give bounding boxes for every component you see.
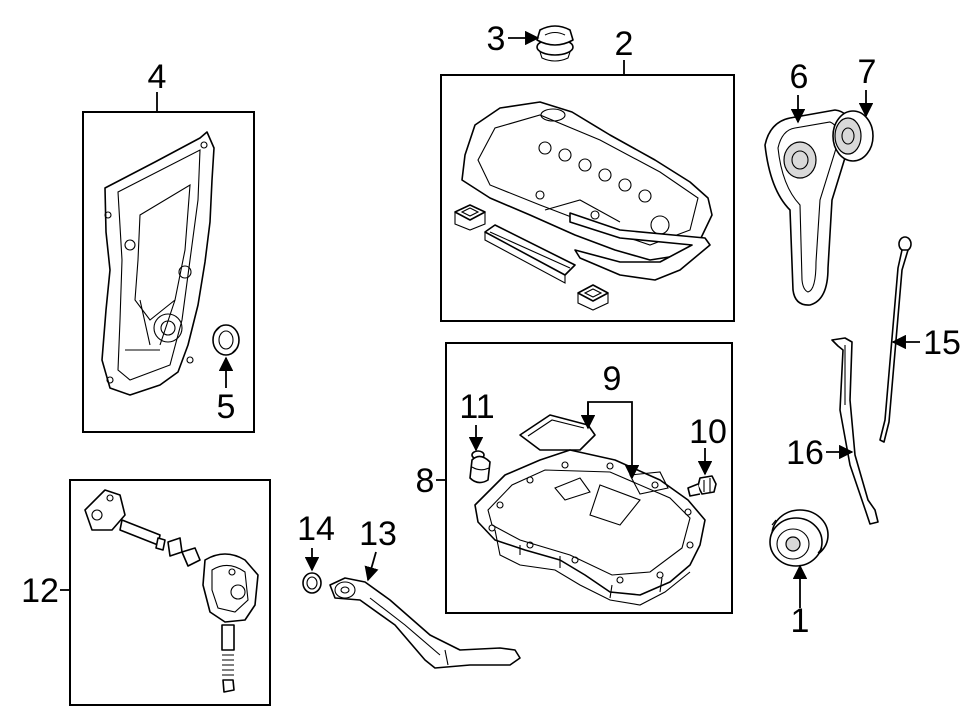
callout-4: 4 (148, 58, 167, 96)
callout-10: 10 (689, 413, 727, 451)
callout-2: 2 (615, 25, 634, 63)
drain-plug-gasket-11 (469, 450, 491, 484)
oil-pump-group-box (69, 479, 271, 706)
front-crank-seal (212, 324, 240, 356)
callout-14: 14 (297, 510, 335, 548)
spark-plug-tube-seal (484, 224, 576, 284)
spark-plug-seal-left (454, 204, 486, 231)
camshaft-sprocket (832, 110, 874, 162)
timing-belt (764, 109, 853, 306)
callout-labels: 1 2 3 4 5 6 7 8 9 10 11 12 13 14 15 16 (21, 20, 961, 640)
callout-1: 1 (791, 602, 810, 640)
spark-plug-seal-right (577, 284, 609, 311)
oil-pickup-o-ring (302, 572, 322, 594)
callout-11: 11 (459, 388, 494, 426)
callout-5: 5 (217, 388, 236, 426)
oil-pan (474, 449, 706, 606)
callout-9: 9 (603, 360, 622, 398)
callout-16: 16 (786, 434, 824, 472)
valve-cover (461, 101, 713, 261)
timing-cover-group-box (82, 111, 255, 433)
dipstick-tube (831, 337, 879, 525)
oil-filler-cap (536, 25, 574, 62)
oil-pan-baffle (519, 414, 596, 451)
oil-pickup-tube (329, 577, 521, 669)
callout-15: 15 (923, 324, 961, 362)
valve-cover-group-box (440, 74, 735, 322)
callout-12: 12 (21, 572, 59, 610)
oil-pan-group-box (445, 342, 733, 614)
timing-cover (101, 131, 215, 396)
leader-lines (60, 30, 920, 608)
oil-dipstick (879, 236, 912, 443)
oil-pump-assembly (84, 489, 259, 693)
callout-6: 6 (790, 58, 809, 96)
callout-7: 7 (858, 53, 877, 91)
callout-13: 13 (359, 515, 397, 553)
callout-8: 8 (416, 462, 435, 500)
callout-3: 3 (487, 20, 506, 58)
oil-drain-plug (687, 475, 717, 497)
valve-cover-gasket (569, 212, 711, 281)
crankshaft-pulley (769, 509, 829, 567)
